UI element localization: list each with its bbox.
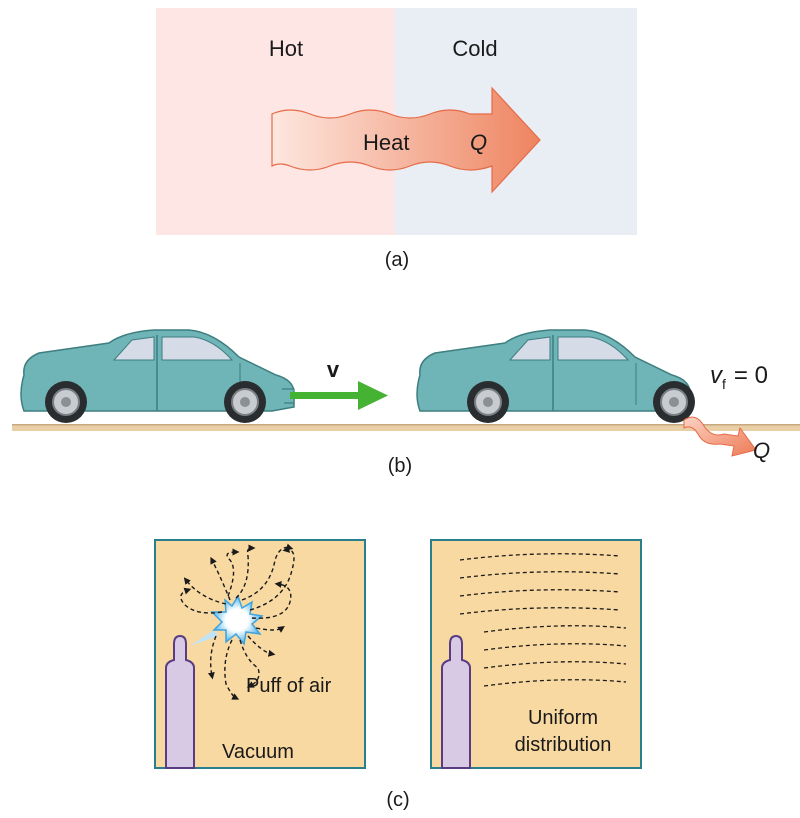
puff-of-air-label: Puff of air bbox=[246, 675, 332, 697]
air-jet bbox=[190, 630, 218, 646]
caption-c: (c) bbox=[386, 789, 409, 811]
uniform-label-line1: Uniform bbox=[528, 707, 598, 729]
final-velocity: vf= 0 bbox=[710, 362, 768, 392]
rear-wheel bbox=[223, 380, 267, 424]
panel-b: v vf= 0 Q (b) bbox=[12, 329, 800, 477]
vacuum-label: Vacuum bbox=[222, 741, 294, 763]
ground bbox=[12, 424, 800, 431]
heat-label: Heat bbox=[363, 130, 409, 155]
air-puff-burst bbox=[210, 594, 264, 646]
heat-arrow bbox=[271, 86, 541, 194]
friction-heat-arrow bbox=[683, 416, 757, 457]
friction-heat-symbol: Q bbox=[753, 438, 770, 463]
caption-a: (a) bbox=[385, 249, 409, 271]
gas-cylinder-right bbox=[441, 634, 471, 769]
cold-label: Cold bbox=[452, 36, 497, 61]
panel-a: Hot Cold Heat Q (a) bbox=[156, 8, 637, 271]
gas-cylinder-left bbox=[165, 634, 195, 769]
ground-edge bbox=[12, 424, 800, 426]
uniform-label-line2: distribution bbox=[515, 734, 612, 756]
velocity-label: v bbox=[327, 357, 340, 382]
caption-b: (b) bbox=[388, 455, 412, 477]
moving-car bbox=[20, 329, 295, 424]
stopped-car bbox=[416, 329, 696, 424]
front-wheel bbox=[44, 380, 88, 424]
uniform-gas-lines bbox=[459, 553, 627, 687]
dispersal-paths bbox=[180, 543, 295, 700]
hot-label: Hot bbox=[269, 36, 303, 61]
heat-symbol: Q bbox=[470, 130, 487, 155]
panel-c: Puff of air Vacuum Uniform distribution … bbox=[154, 539, 642, 811]
velocity-arrow bbox=[290, 381, 388, 410]
